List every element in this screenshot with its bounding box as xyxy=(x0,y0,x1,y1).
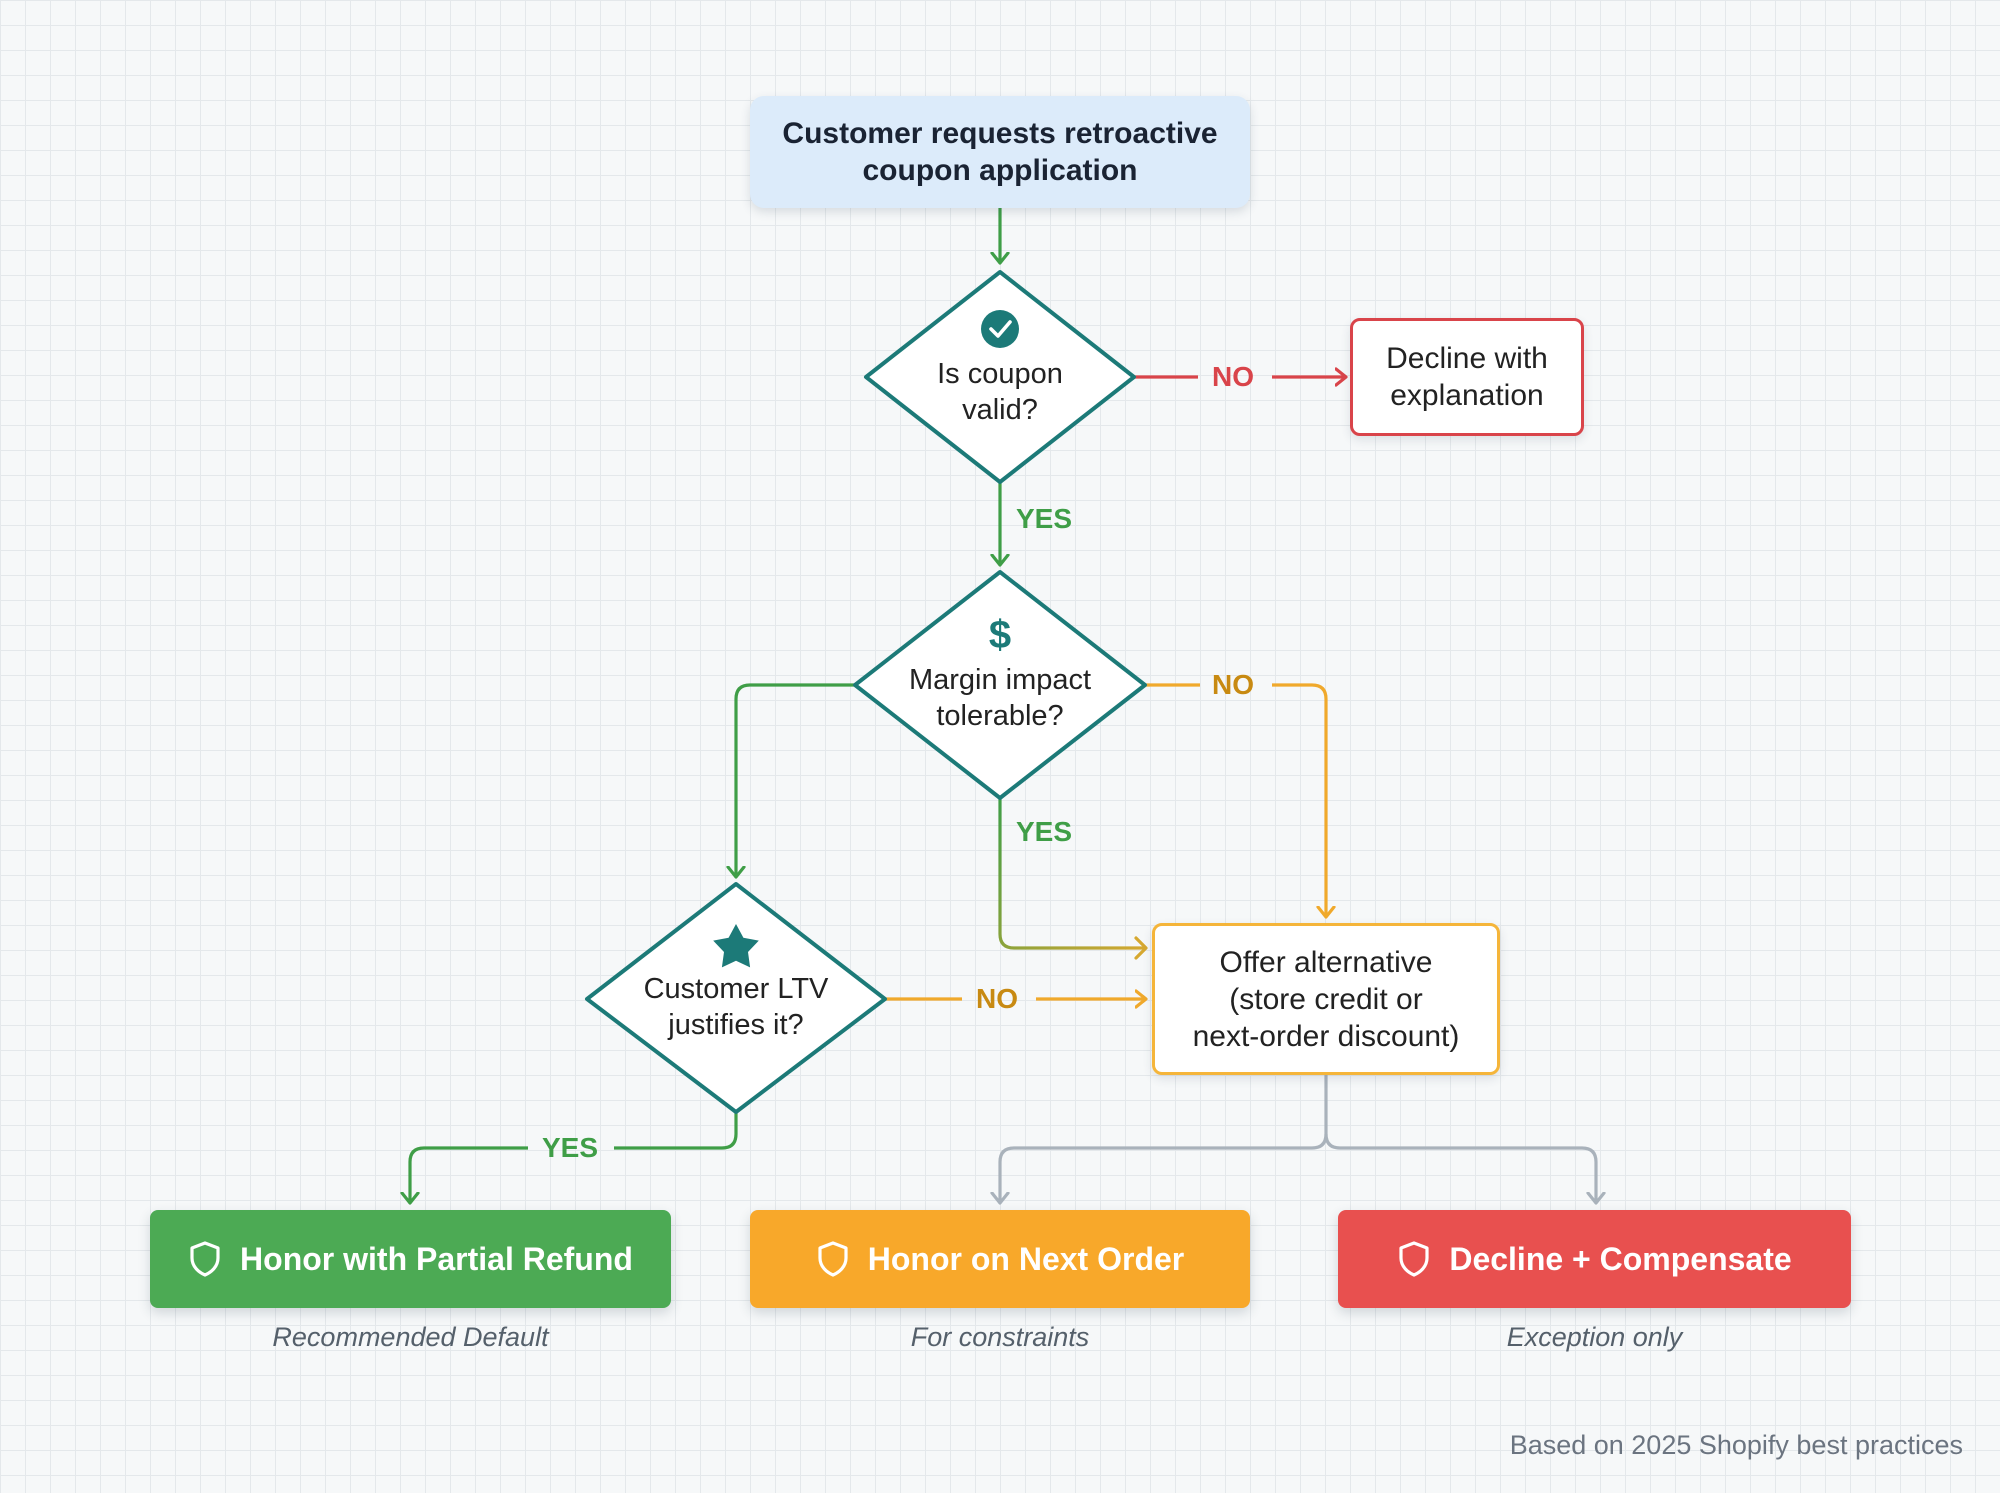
edge-margin-yes-arrowhead xyxy=(1134,936,1148,960)
edge-ltv-yes-arrow xyxy=(410,1146,528,1203)
outcome-partial-refund-label: Honor with Partial Refund xyxy=(240,1240,633,1277)
shield-icon xyxy=(190,1241,220,1277)
label-valid-no: NO xyxy=(1212,361,1254,392)
outcome-decline-compensate-label: Decline + Compensate xyxy=(1449,1240,1792,1277)
decision-margin-text: Margin impact tolerable? xyxy=(908,664,1092,732)
caption-exception-only: Exception only xyxy=(1506,1322,1683,1352)
edge-margin-no-arrow xyxy=(1272,683,1326,917)
edge-margin-yes xyxy=(998,798,1146,950)
caption-for-constraints: For constraints xyxy=(910,1322,1090,1352)
label-valid-yes: YES xyxy=(1016,503,1073,534)
decision-valid-text: Is coupon valid? xyxy=(937,358,1063,426)
label-ltv-no: NO xyxy=(976,983,1018,1014)
edge-offer-to-next-order xyxy=(1000,1075,1328,1203)
footer-note: Based on 2025 Shopify best practices xyxy=(1509,1430,1963,1460)
check-circle-icon xyxy=(981,310,1019,348)
edge-offer-to-decline-comp xyxy=(1324,1133,1596,1203)
outcome-decline-compensate: Decline + Compensate xyxy=(1338,1210,1851,1308)
dollar-icon: $ xyxy=(989,613,1011,657)
svg-text:$: $ xyxy=(989,613,1011,657)
caption-recommended-default: Recommended Default xyxy=(272,1322,549,1352)
start-node-text: Customer requests retroactive coupon app… xyxy=(782,117,1218,187)
outcome-partial-refund: Honor with Partial Refund xyxy=(150,1210,671,1308)
offer-alternative-text: Offer alternative (store credit or next-… xyxy=(1192,945,1460,1053)
label-margin-no: NO xyxy=(1212,669,1254,700)
label-margin-yes: YES xyxy=(1016,816,1073,847)
shield-icon xyxy=(1399,1241,1429,1277)
offer-alternative-node: Offer alternative (store credit or next-… xyxy=(1152,923,1500,1075)
edge-margin-to-ltv xyxy=(736,683,855,877)
star-icon xyxy=(713,924,759,968)
decline-explanation-text: Decline with explanation xyxy=(1386,342,1548,412)
decline-explanation-node: Decline with explanation xyxy=(1350,318,1584,436)
outcome-next-order-label: Honor on Next Order xyxy=(867,1240,1185,1277)
shield-icon xyxy=(818,1241,848,1277)
start-node: Customer requests retroactive coupon app… xyxy=(750,96,1250,208)
decision-ltv-text: Customer LTV justifies it? xyxy=(643,973,829,1041)
diamond-ltv xyxy=(585,882,887,1114)
outcome-next-order: Honor on Next Order xyxy=(750,1210,1250,1308)
label-ltv-yes: YES xyxy=(542,1132,599,1163)
edge-ltv-yes xyxy=(614,1112,738,1150)
diamond-margin xyxy=(853,570,1147,800)
diamond-valid xyxy=(864,270,1136,484)
